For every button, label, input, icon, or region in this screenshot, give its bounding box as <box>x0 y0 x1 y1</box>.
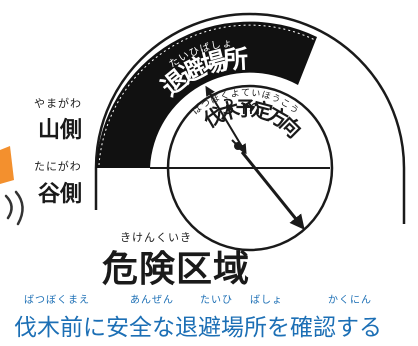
danger-zone-label: 危険区域 <box>102 249 251 290</box>
caption-ruby-3: たいひ <box>200 295 233 306</box>
stump-icon <box>0 146 14 184</box>
mountain-side-ruby: やまがわ <box>34 97 82 110</box>
danger-zone-boundary <box>94 12 406 224</box>
distance-arrow <box>205 85 247 155</box>
valley-side-label: 谷側 <box>38 182 83 207</box>
refuge-band <box>96 21 317 169</box>
danger-zone-ruby: きけんくいき <box>120 231 192 244</box>
caption-ruby-5: かくにん <box>328 295 372 306</box>
fell-direction-arrow <box>240 151 305 230</box>
valley-side-ruby: たにがわ <box>34 160 82 173</box>
refuge-band-rim <box>98 24 316 166</box>
caption-text: 伐木前に安全な退避場所を確認する <box>14 315 382 341</box>
caption-ruby-4: ばしょ <box>250 295 283 306</box>
caption-ruby-1: ばつぼくまえ <box>24 295 90 306</box>
sound-lines-icon <box>4 190 24 226</box>
mountain-side-label: 山側 <box>38 118 83 143</box>
distance-label: 3 m <box>222 95 261 119</box>
caption-ruby-2: あんぜん <box>130 295 174 306</box>
tree-marker-icon <box>231 139 245 153</box>
